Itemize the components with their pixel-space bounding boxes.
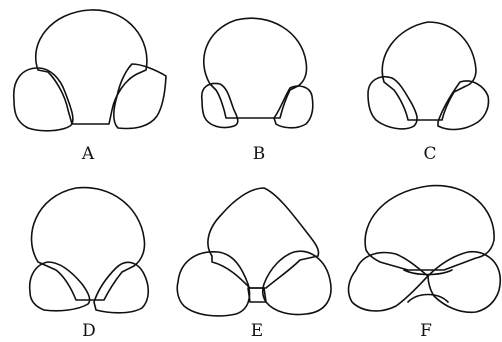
left-lobe-outline <box>177 252 249 316</box>
panel-label-c: C <box>423 144 436 164</box>
right-lobe-outline <box>274 86 313 128</box>
left-lobe-outline <box>202 84 238 128</box>
lower-fold-outline <box>408 295 448 303</box>
panel-label-e: E <box>251 321 263 341</box>
panel-label-d: D <box>82 321 96 341</box>
left-lobe-outline <box>368 77 417 129</box>
left-lobe-outline <box>349 253 428 311</box>
head-outline <box>32 188 145 300</box>
panel-a: A <box>14 10 166 164</box>
panel-e: E <box>177 188 331 341</box>
panel-b: B <box>202 18 313 164</box>
right-lobe-outline <box>428 252 500 313</box>
panel-label-a: A <box>81 144 95 164</box>
panel-c: C <box>368 22 489 164</box>
head-outline <box>382 22 476 120</box>
head-outline <box>208 188 319 288</box>
head-outline <box>204 18 307 118</box>
panel-f: F <box>349 186 501 341</box>
panel-d: D <box>30 188 149 341</box>
left-lobe-outline <box>30 262 90 311</box>
head-outline <box>365 186 494 270</box>
right-lobe-outline <box>114 64 166 129</box>
panel-label-f: F <box>420 321 432 341</box>
panel-label-b: B <box>253 144 266 164</box>
left-lobe-outline <box>14 68 73 131</box>
right-lobe-outline <box>94 262 148 312</box>
